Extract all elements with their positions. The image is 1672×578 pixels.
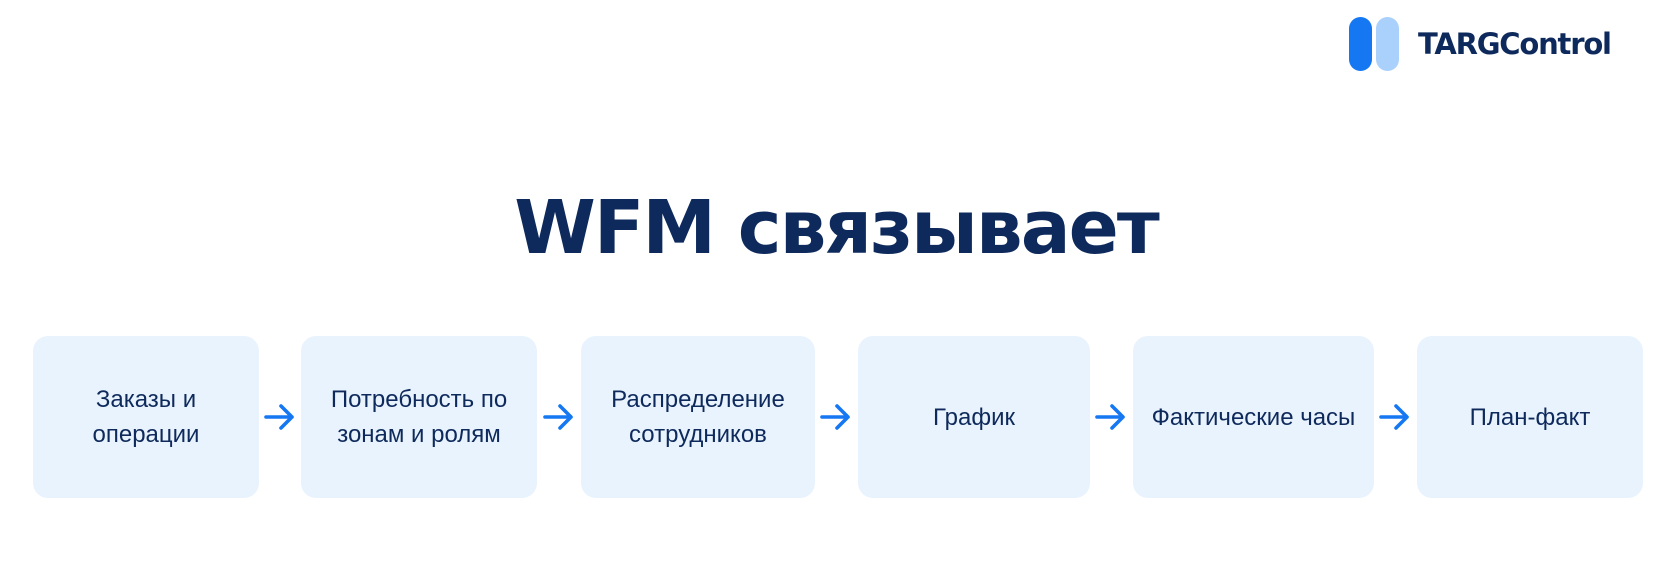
logo-pill-left [1349,17,1372,71]
step-label: Потребность по зонам и ролям [330,386,508,448]
arrow-right-icon [264,403,296,431]
arrow-right-icon [820,403,852,431]
step-label: Распределение сотрудников [611,386,785,448]
step-orders-operations: Заказы и операции [33,336,259,498]
brand-name: TARGControl [1418,27,1612,61]
step-demand-zones-roles: Потребность по зонам и ролям [301,336,537,498]
step-label: Заказы и операции [92,386,200,448]
step-schedule: График [858,336,1090,498]
step-label: График [933,403,1015,431]
step-plan-fact: План-факт [1417,336,1643,498]
step-label: Фактические часы [1151,403,1356,431]
arrow-right-icon [543,403,575,431]
arrow-right-icon [1095,403,1127,431]
process-flow: Заказы и операции Потребность по зонам и… [0,336,1672,498]
step-label: План-факт [1469,403,1591,431]
logo-mark-icon [1349,17,1401,71]
step-actual-hours: Фактические часы [1133,336,1374,498]
slide-title: WFM связывает [514,185,1160,271]
arrow-right-icon [1379,403,1411,431]
brand-logo: TARGControl [1349,17,1612,71]
logo-pill-right [1376,17,1399,71]
step-staff-allocation: Распределение сотрудников [581,336,815,498]
